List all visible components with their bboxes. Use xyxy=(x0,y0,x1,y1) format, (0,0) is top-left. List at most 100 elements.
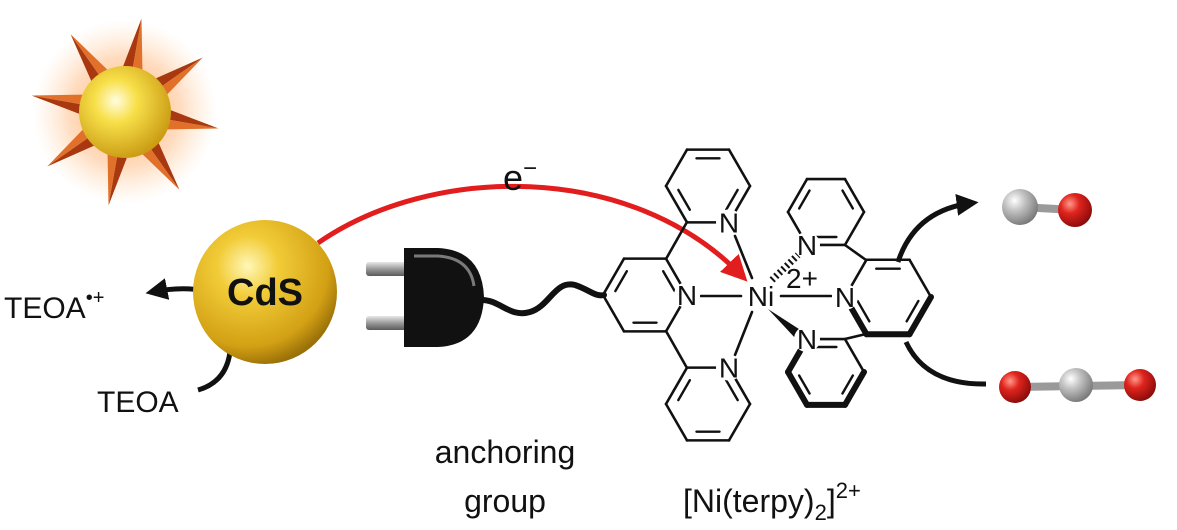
sun-ray-light xyxy=(31,94,92,107)
electron-charge: − xyxy=(523,155,537,182)
cds-quantum-dot xyxy=(193,220,337,364)
ring-double-bond xyxy=(724,188,739,211)
ring-double-bond xyxy=(841,189,855,210)
nitrogen-atom-label: N xyxy=(719,207,739,238)
plug-prong-top xyxy=(366,262,412,276)
interring-bond xyxy=(664,329,689,370)
product-release-arrow xyxy=(895,193,979,263)
sun-ray-light xyxy=(130,18,143,79)
nickel-charge-label: 2+ xyxy=(786,263,818,294)
sun-ray xyxy=(150,57,203,99)
electron-transfer-arrow xyxy=(316,183,748,282)
sun-ray xyxy=(31,94,92,117)
oxidized-donor-label: TEOA•+ xyxy=(4,287,104,325)
ring-bond xyxy=(843,337,866,374)
ring-double-bond xyxy=(677,379,692,402)
sun-ray xyxy=(70,34,112,87)
ring-bond xyxy=(727,402,752,442)
anchoring-label-line1: anchoring xyxy=(435,434,576,470)
ring-bond xyxy=(664,366,689,406)
coordination-bonds xyxy=(664,220,868,370)
oxygen-atom xyxy=(1058,193,1092,227)
ring-double-bond xyxy=(661,270,676,293)
interring-bond xyxy=(843,243,868,262)
sun-ray xyxy=(107,145,130,206)
donor-line xyxy=(197,351,233,393)
carbon-atom xyxy=(1002,189,1038,225)
plug-highlight xyxy=(414,254,476,287)
nitrogen-atom-label: N xyxy=(797,230,817,261)
ni-n-hashed-bond xyxy=(769,252,801,283)
sun-ray-shade xyxy=(70,34,106,87)
sun-rays xyxy=(31,18,219,206)
atom-label-mask xyxy=(716,354,742,381)
ring-double-bond xyxy=(841,374,855,395)
ring-bond xyxy=(664,402,689,442)
interring-bond xyxy=(843,332,868,341)
sun-ray-shade xyxy=(47,131,100,167)
co2-molecule-icon xyxy=(999,368,1156,403)
sun-ray-shade xyxy=(31,95,92,117)
nitrogen-atom-label: N xyxy=(797,324,817,355)
atom-label-mask xyxy=(794,326,820,353)
ring-double-bond xyxy=(797,189,811,210)
substrate-binding-line xyxy=(903,340,987,387)
sun-ray-light xyxy=(107,145,120,206)
complex-label: [Ni(terpy)2]2+ xyxy=(683,478,861,525)
complex-label-subscript: 2 xyxy=(815,500,827,525)
oxidized-donor-charge: •+ xyxy=(86,287,105,309)
complex-label-prefix: [Ni(terpy) xyxy=(683,483,815,519)
complex-label-suffix: ] xyxy=(827,483,836,519)
oxygen-atom xyxy=(1124,369,1156,401)
sun-ray-light xyxy=(70,34,112,85)
ring-bond xyxy=(727,148,752,188)
ni-n-bond xyxy=(733,234,754,280)
electron-symbol: e xyxy=(503,157,523,198)
ring-bond xyxy=(908,258,933,299)
sun-ray-shade xyxy=(150,57,203,93)
oxygen-atom xyxy=(999,371,1031,403)
sun-ray-light xyxy=(158,117,219,130)
sun-ray-shade xyxy=(108,145,130,206)
sun-ray-shade xyxy=(158,107,219,129)
ring-bond xyxy=(664,148,689,188)
nitrogen-atom-label: N xyxy=(719,353,739,384)
sun-ray-shade xyxy=(120,18,142,79)
plug-icon xyxy=(366,248,607,347)
atom-label-mask xyxy=(716,209,742,236)
pyridine-rings xyxy=(601,148,934,442)
anchor-cable xyxy=(479,281,607,317)
ring-bond xyxy=(843,177,866,214)
atom-label-mask xyxy=(674,282,700,308)
ring-double-bond xyxy=(797,374,811,395)
carbon-atom xyxy=(1059,368,1093,402)
plug-prong-bottom xyxy=(366,316,412,330)
quantum-dot-label: CdS xyxy=(227,272,303,314)
ring-double-bond xyxy=(677,188,692,211)
nitrogen-atom-label: N xyxy=(835,282,855,313)
ring-bond xyxy=(842,369,867,408)
sun-ray xyxy=(120,18,143,79)
ring-bond xyxy=(786,177,809,214)
ring-bond xyxy=(664,184,689,224)
pyridine-ring-lower-right xyxy=(785,336,867,408)
sun-ray-light xyxy=(47,125,98,167)
ring-bond xyxy=(601,293,626,333)
sun-icon xyxy=(31,18,219,206)
co-molecule-icon xyxy=(1002,189,1092,227)
nickel-atom-label: Ni xyxy=(748,281,774,312)
ring-double-bond xyxy=(614,270,629,293)
nitrogen-atom-label: N xyxy=(677,280,697,311)
sun-ray-light xyxy=(152,57,203,99)
ni-n-bond xyxy=(733,310,754,357)
sun-core xyxy=(79,66,171,158)
ring-bond xyxy=(843,210,866,247)
sun-ray-light xyxy=(138,139,180,190)
sun-ray-shade xyxy=(144,137,180,190)
electron-label: e− xyxy=(503,155,537,198)
sun-ray xyxy=(158,107,219,130)
ring-double-bond xyxy=(724,379,739,402)
